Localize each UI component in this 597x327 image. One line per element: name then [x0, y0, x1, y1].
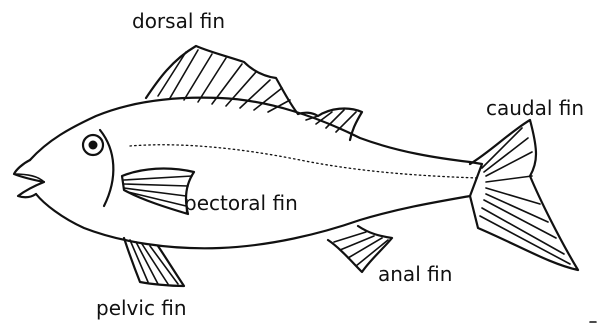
label-pelvic-fin: pelvic fin	[96, 298, 187, 318]
label-dorsal-fin: dorsal fin	[132, 11, 225, 31]
label-caudal-fin: caudal fin	[486, 98, 584, 118]
label-anal-fin: anal fin	[378, 264, 452, 284]
fish-body	[14, 98, 482, 249]
fish-eye	[83, 135, 103, 155]
caudal-fin	[470, 120, 578, 270]
label-pectoral-fin: pectoral fin	[184, 193, 298, 213]
dorsal-fin	[146, 46, 362, 140]
